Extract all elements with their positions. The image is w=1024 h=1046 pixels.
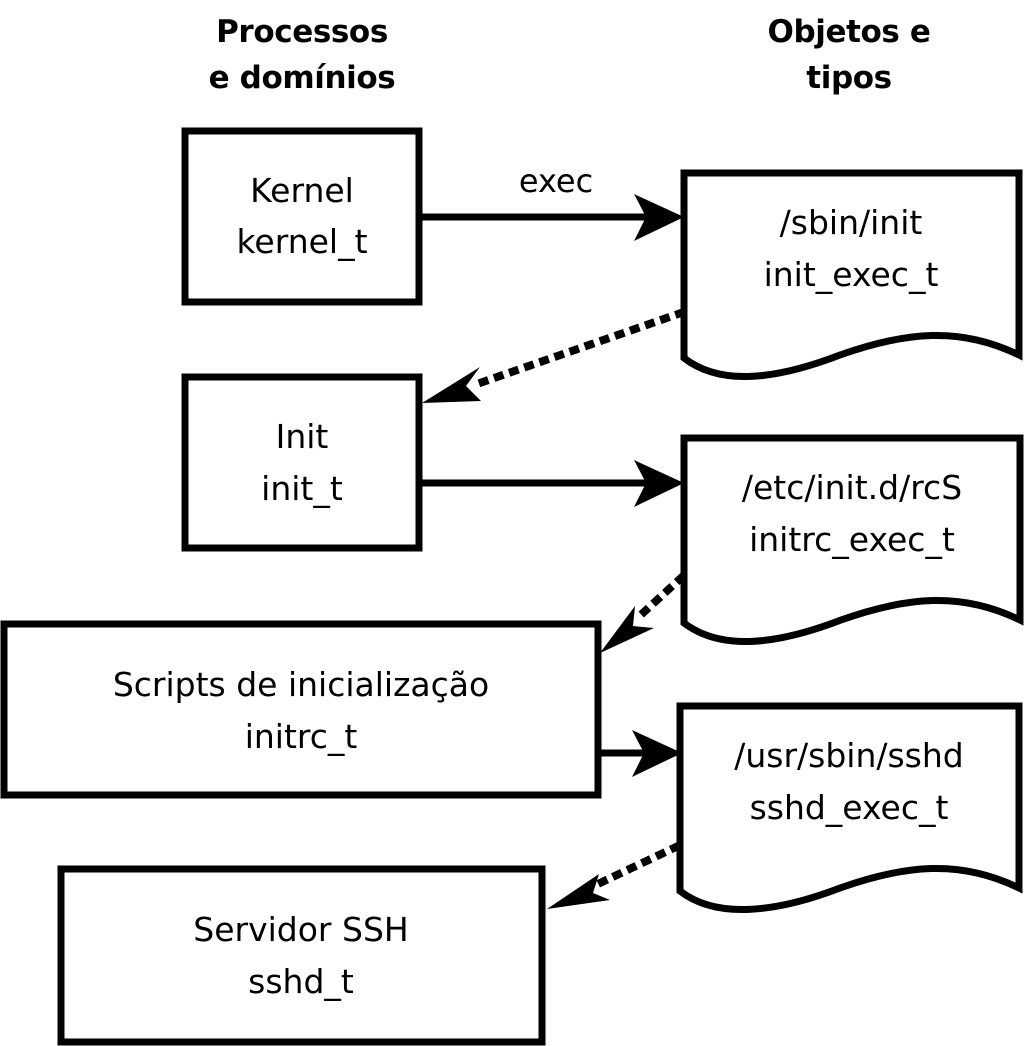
process-node-kernel-line1: Kernel bbox=[250, 171, 354, 210]
edge-init-to-initrc-exec bbox=[419, 460, 684, 507]
edge-initrc-exec-to-initrc-line bbox=[638, 572, 687, 618]
edge-initrc-exec-to-initrc bbox=[600, 572, 687, 653]
column-header-objects-line1: Objetos e bbox=[768, 14, 931, 50]
edge-sshd-exec-to-sshd-line bbox=[594, 841, 682, 889]
process-node-initrc-box[interactable] bbox=[0, 620, 602, 799]
column-header-processes-line1: Processos bbox=[216, 14, 388, 50]
object-node-sshd-exec-shape[interactable] bbox=[676, 702, 1023, 913]
edge-initrc-exec-to-initrc-arrowhead bbox=[600, 606, 654, 653]
process-node-init-line2: init_t bbox=[261, 469, 343, 508]
object-node-initrc-exec-line1: /etc/init.d/rcS bbox=[742, 468, 962, 507]
process-node-initrc-line2: initrc_t bbox=[245, 717, 358, 756]
object-node-initrc-exec-shape[interactable] bbox=[680, 434, 1024, 645]
edge-label-exec: exec bbox=[519, 162, 593, 200]
process-node-sshd-line1: Servidor SSH bbox=[193, 910, 408, 949]
process-node-initrc-line1: Scripts de inicialização bbox=[113, 665, 489, 704]
object-node-initrc-exec[interactable]: /etc/init.d/rcS initrc_exec_t bbox=[680, 434, 1024, 645]
process-node-init-box[interactable] bbox=[181, 373, 423, 552]
object-node-sshd-exec[interactable]: /usr/sbin/sshd sshd_exec_t bbox=[676, 702, 1023, 913]
edge-init-exec-to-init-arrowhead bbox=[422, 367, 481, 403]
process-node-kernel[interactable]: Kernel kernel_t bbox=[181, 127, 423, 306]
process-node-init[interactable]: Init init_t bbox=[181, 373, 423, 552]
edge-sshd-exec-to-sshd bbox=[547, 841, 682, 909]
process-node-init-line1: Init bbox=[276, 417, 329, 456]
process-node-kernel-box[interactable] bbox=[181, 127, 423, 306]
column-header-objects: Objetos e tipos bbox=[768, 14, 931, 96]
object-node-init-exec-shape[interactable] bbox=[680, 169, 1023, 380]
edge-initrc-to-sshd-exec bbox=[598, 730, 682, 777]
object-node-init-exec-line1: /sbin/init bbox=[780, 203, 923, 242]
object-node-initrc-exec-line2: initrc_exec_t bbox=[749, 520, 955, 559]
edge-kernel-to-init-exec: exec bbox=[419, 162, 684, 241]
process-node-kernel-line2: kernel_t bbox=[236, 222, 367, 261]
process-node-sshd-box[interactable] bbox=[57, 865, 546, 1046]
process-node-sshd-line2: sshd_t bbox=[248, 962, 354, 1001]
edge-initrc-to-sshd-exec-arrowhead bbox=[632, 730, 682, 777]
column-header-objects-line2: tipos bbox=[806, 60, 891, 96]
edge-init-exec-to-init bbox=[422, 307, 687, 403]
process-node-sshd[interactable]: Servidor SSH sshd_t bbox=[57, 865, 546, 1046]
column-header-processes: Processos e domínios bbox=[209, 14, 396, 96]
edge-kernel-to-init-exec-arrowhead bbox=[634, 194, 684, 241]
object-node-sshd-exec-line2: sshd_exec_t bbox=[750, 788, 949, 827]
edge-init-exec-to-init-line bbox=[471, 307, 687, 390]
edge-sshd-exec-to-sshd-arrowhead bbox=[547, 874, 610, 909]
object-node-init-exec-line2: init_exec_t bbox=[764, 255, 939, 294]
process-node-initrc[interactable]: Scripts de inicialização initrc_t bbox=[0, 620, 602, 799]
edge-init-to-initrc-exec-arrowhead bbox=[634, 460, 684, 507]
object-node-init-exec[interactable]: /sbin/init init_exec_t bbox=[680, 169, 1023, 380]
object-node-sshd-exec-line1: /usr/sbin/sshd bbox=[734, 736, 964, 775]
column-header-processes-line2: e domínios bbox=[209, 60, 396, 96]
